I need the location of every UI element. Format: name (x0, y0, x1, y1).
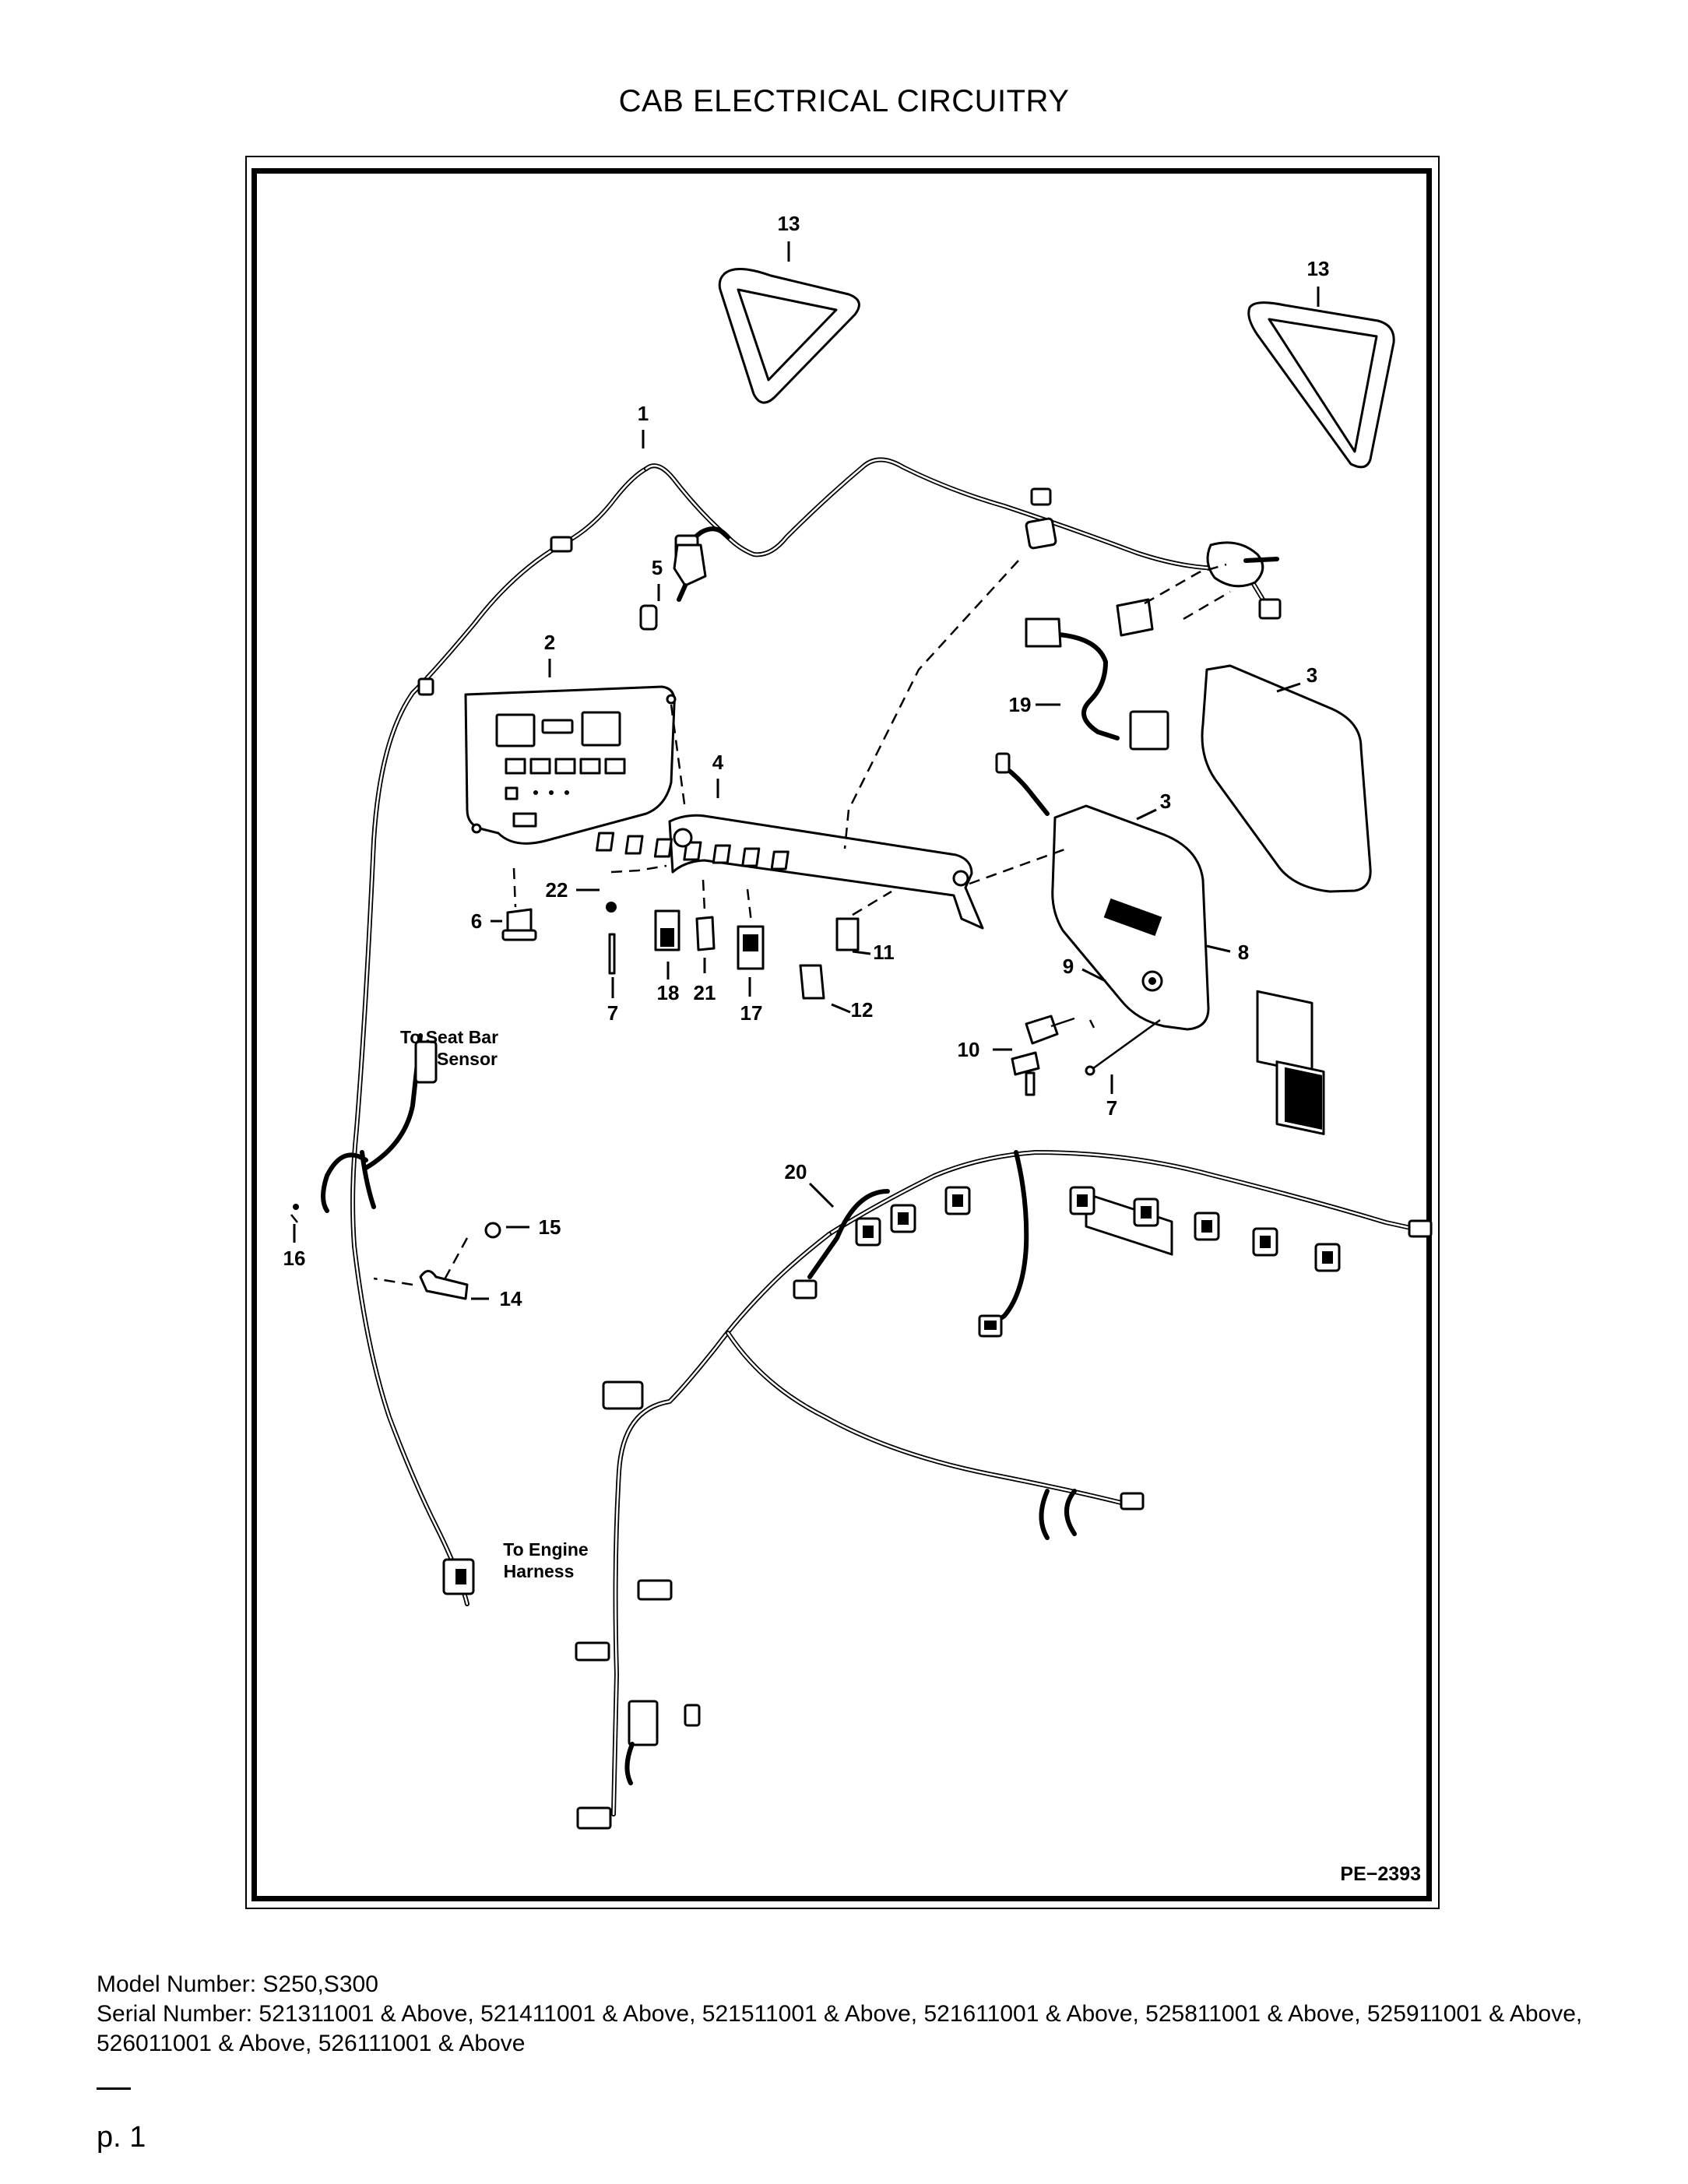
left-control-panel-part (464, 685, 677, 845)
relay-harness-part-19 (1025, 563, 1227, 751)
connector-row (855, 1186, 1341, 1272)
bracket-part-14 (290, 1204, 501, 1300)
serial-number: Serial Number: 521311001 & Above, 521411… (97, 2001, 1583, 2056)
page-rule (97, 2087, 131, 2090)
window-seal-right-part (1247, 301, 1395, 469)
figure-id: PE−2393 (1340, 1863, 1421, 1885)
small-hardware-parts (501, 902, 860, 1000)
ignition-keys-part (1011, 1015, 1075, 1096)
callout-15: 15 (539, 1215, 561, 1239)
callout-9: 9 (1063, 955, 1074, 978)
main-harness-part (321, 457, 1282, 1606)
page-title: CAB ELECTRICAL CIRCUITRY (618, 84, 1070, 118)
callout-21: 21 (694, 981, 716, 1004)
callout-8: 8 (1238, 941, 1249, 964)
note-engine-line1: To Engine (503, 1539, 588, 1560)
callout-22: 22 (546, 878, 568, 902)
callout-17: 17 (740, 1001, 763, 1025)
callout-18: 18 (657, 981, 680, 1004)
callout-16: 16 (283, 1247, 306, 1270)
gauge-panel-center-part (995, 752, 1210, 1256)
lower-harness-part-20 (575, 1150, 1433, 1830)
callout-labels: 13 13 1 5 2 3 19 4 3 22 6 8 9 11 12 18 2… (283, 212, 1421, 1885)
gauge-panel-right-part (1201, 664, 1372, 1135)
diagram-frame-outer (245, 156, 1440, 1909)
callout-20: 20 (785, 1160, 807, 1183)
relay-part-5 (639, 543, 707, 631)
note-engine-line2: Harness (504, 1561, 575, 1581)
callout-5: 5 (652, 556, 663, 579)
callout-1: 1 (638, 402, 649, 425)
bolt-part-7-right (1085, 1018, 1161, 1076)
callout-3-right: 3 (1306, 663, 1317, 687)
callout-4: 4 (712, 751, 724, 774)
callout-13-left: 13 (778, 212, 800, 235)
switch-panel-part-4 (596, 814, 984, 930)
callout-11: 11 (873, 941, 895, 964)
page-number: p. 1 (97, 2121, 146, 2154)
callout-3-center: 3 (1160, 790, 1171, 813)
callout-14: 14 (500, 1287, 522, 1310)
callout-7-left: 7 (607, 1001, 618, 1025)
callout-10: 10 (958, 1038, 980, 1061)
note-seat-bar-line1: To Seat Bar (400, 1027, 498, 1047)
diagram-frame-inner (251, 168, 1432, 1901)
callout-13-right: 13 (1307, 257, 1330, 280)
callout-leaders (293, 241, 1320, 1300)
note-seat-bar-line2: Sensor (437, 1049, 498, 1069)
window-seal-left-part (718, 267, 860, 404)
callout-2: 2 (544, 631, 555, 654)
callout-6: 6 (471, 909, 482, 933)
callout-19: 19 (1009, 693, 1032, 716)
assembly-dash-lines (373, 560, 1231, 1286)
callout-7-right: 7 (1106, 1096, 1117, 1120)
callout-12: 12 (851, 998, 874, 1022)
model-number: Model Number: S250,S300 (97, 1971, 378, 1997)
